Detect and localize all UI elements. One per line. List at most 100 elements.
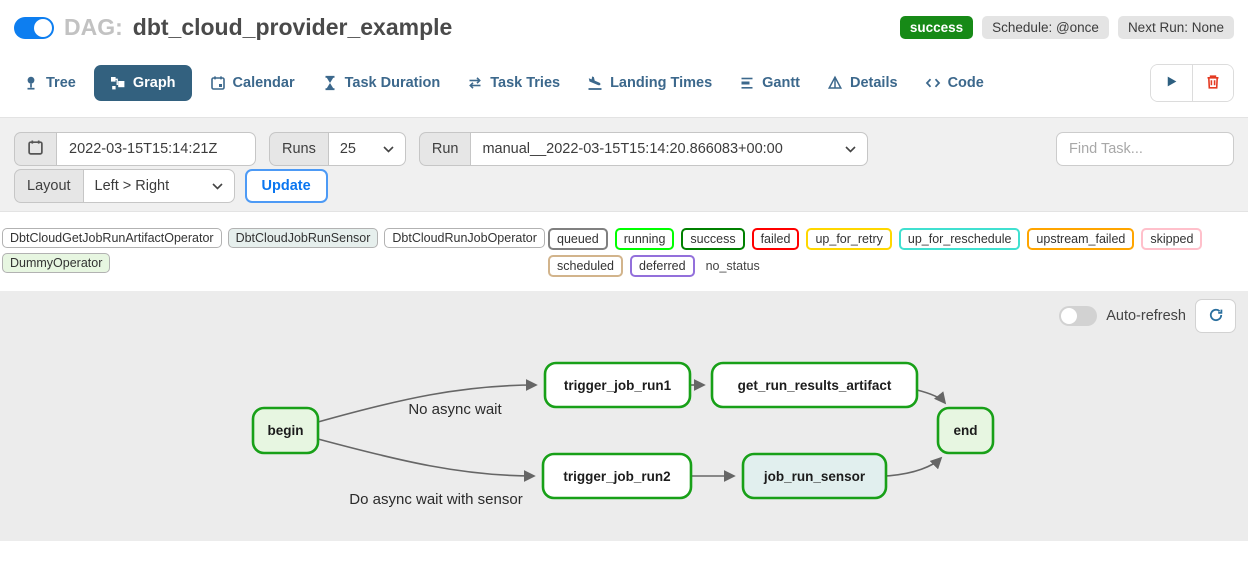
dag-pause-toggle[interactable] [14, 16, 54, 39]
base-date-input[interactable] [56, 132, 256, 166]
operator-badge[interactable]: DummyOperator [2, 253, 111, 273]
task-node-label: begin [268, 423, 304, 438]
view-tabs: Tree Graph Calendar Task Duration Task T… [0, 61, 1248, 105]
task-node-label: end [953, 423, 977, 438]
hourglass-icon [322, 75, 338, 91]
layout-select[interactable]: Left > Right [82, 169, 235, 203]
run-group: Run manual__2022-03-15T15:14:20.866083+0… [418, 132, 869, 166]
delete-dag-button[interactable] [1192, 65, 1233, 101]
runs-label: Runs [269, 132, 328, 166]
play-icon [1164, 74, 1179, 92]
task-node-label: trigger_job_run2 [563, 469, 670, 484]
tab-label: Task Duration [344, 75, 441, 91]
update-button[interactable]: Update [244, 169, 328, 203]
layout-value: Left > Right [94, 178, 170, 194]
task-node-job-run-sensor[interactable]: job_run_sensor [741, 452, 888, 500]
run-select[interactable]: manual__2022-03-15T15:14:20.866083+00:00 [470, 132, 869, 166]
operator-badge[interactable]: DbtCloudJobRunSensor [227, 228, 379, 248]
status-legend-badge[interactable]: skipped [1141, 228, 1203, 250]
auto-refresh-controls: Auto-refresh [1059, 299, 1236, 333]
filter-row-1: Runs 25 Run manual__2022-03-15T15:14:20.… [14, 131, 1234, 167]
code-icon [925, 75, 941, 91]
status-legend-badge[interactable]: success [681, 228, 745, 250]
chevron-down-icon [383, 145, 394, 153]
edge-begin-trigger-job-run1 [317, 379, 538, 423]
filter-panel: Runs 25 Run manual__2022-03-15T15:14:20.… [0, 117, 1248, 212]
task-node-get-run-results-artifact[interactable]: get_run_results_artifact [710, 361, 919, 409]
task-node-label: job_run_sensor [763, 469, 866, 484]
tab-graph[interactable]: Graph [93, 65, 192, 101]
page-title: dbt_cloud_provider_example [132, 14, 453, 40]
dag-graph: No async wait Do async wait with sensor … [251, 361, 995, 508]
toggle-knob [1061, 308, 1078, 324]
edge-sensor-end [885, 456, 943, 477]
calendar-addon[interactable] [14, 132, 56, 166]
tab-gantt[interactable]: Gantt [730, 65, 809, 101]
tab-details[interactable]: Details [818, 65, 907, 101]
status-legend-badge[interactable]: deferred [630, 255, 695, 277]
operator-badge[interactable]: DbtCloudRunJobOperator [384, 228, 545, 248]
find-task-input[interactable] [1056, 132, 1234, 166]
next-run-badge: Next Run: None [1117, 16, 1234, 39]
no-status-label: no_status [705, 259, 760, 273]
status-legend-badge[interactable]: up_for_reschedule [898, 228, 1021, 250]
runs-select[interactable]: 25 [327, 132, 406, 166]
status-legend: queued running success failed up_for_ret… [548, 228, 1246, 277]
tab-label: Gantt [762, 75, 800, 91]
dag-prefix-label: DAG: [64, 14, 123, 40]
tab-calendar[interactable]: Calendar [201, 65, 304, 101]
runs-group: Runs 25 [269, 132, 406, 166]
trigger-dag-button[interactable] [1151, 65, 1192, 101]
status-legend-badge[interactable]: up_for_retry [806, 228, 892, 250]
run-label: Run [418, 132, 471, 166]
refresh-icon [1208, 307, 1224, 326]
status-legend-badge[interactable]: upstream_failed [1027, 228, 1135, 250]
tab-landing-times[interactable]: Landing Times [578, 65, 721, 101]
layout-label: Layout [14, 169, 83, 203]
edge-artifact-end [916, 389, 947, 405]
chevron-down-icon [845, 145, 857, 153]
tab-tree[interactable]: Tree [14, 65, 85, 101]
tab-label: Task Tries [490, 75, 561, 91]
tab-task-duration[interactable]: Task Duration [313, 65, 450, 101]
legend: DbtCloudGetJobRunArtifactOperator DbtClo… [0, 228, 1248, 277]
calendar-icon [210, 75, 226, 91]
edge-label: Do async wait with sensor [349, 491, 522, 508]
task-node-trigger-job-run2[interactable]: trigger_job_run2 [541, 452, 693, 500]
status-legend-badge[interactable]: failed [751, 228, 800, 250]
status-legend-badge[interactable]: queued [548, 228, 608, 250]
graph-icon [110, 75, 126, 91]
task-node-label: get_run_results_artifact [738, 378, 892, 393]
toggle-knob [34, 18, 52, 37]
task-node-trigger-job-run1[interactable]: trigger_job_run1 [543, 361, 692, 409]
task-node-begin[interactable]: begin [251, 406, 320, 455]
operator-badge[interactable]: DbtCloudGetJobRunArtifactOperator [2, 228, 222, 248]
tab-label: Code [947, 75, 984, 91]
tab-code[interactable]: Code [916, 65, 993, 101]
graph-panel: Auto-refresh No async wait Do async wait… [0, 291, 1248, 541]
details-icon [827, 75, 843, 91]
tab-label: Tree [46, 75, 76, 91]
calendar-icon [27, 139, 44, 160]
task-node-end[interactable]: end [936, 406, 995, 455]
schedule-badge[interactable]: Schedule: @once [982, 16, 1109, 39]
tree-icon [23, 75, 39, 91]
layout-group: Layout Left > Right [14, 169, 235, 203]
gantt-icon [739, 75, 755, 91]
edge-begin-trigger-job-run2 [317, 438, 536, 482]
status-legend-badge[interactable]: running [614, 228, 675, 250]
status-legend-badge[interactable]: scheduled [548, 255, 623, 277]
refresh-button[interactable] [1195, 299, 1236, 333]
operator-legend: DbtCloudGetJobRunArtifactOperator DbtClo… [2, 228, 548, 277]
auto-refresh-toggle[interactable] [1059, 306, 1098, 326]
header-badges: success Schedule: @once Next Run: None [899, 16, 1234, 39]
tab-label: Landing Times [610, 75, 713, 91]
tab-task-tries[interactable]: Task Tries [458, 65, 569, 101]
plane-landing-icon [587, 75, 603, 91]
base-date-group [14, 132, 256, 166]
tab-label: Graph [132, 75, 176, 91]
task-node-label: trigger_job_run1 [564, 378, 672, 393]
tab-label: Details [850, 75, 898, 91]
edge-label: No async wait [408, 401, 502, 418]
tab-label: Calendar [232, 75, 295, 91]
